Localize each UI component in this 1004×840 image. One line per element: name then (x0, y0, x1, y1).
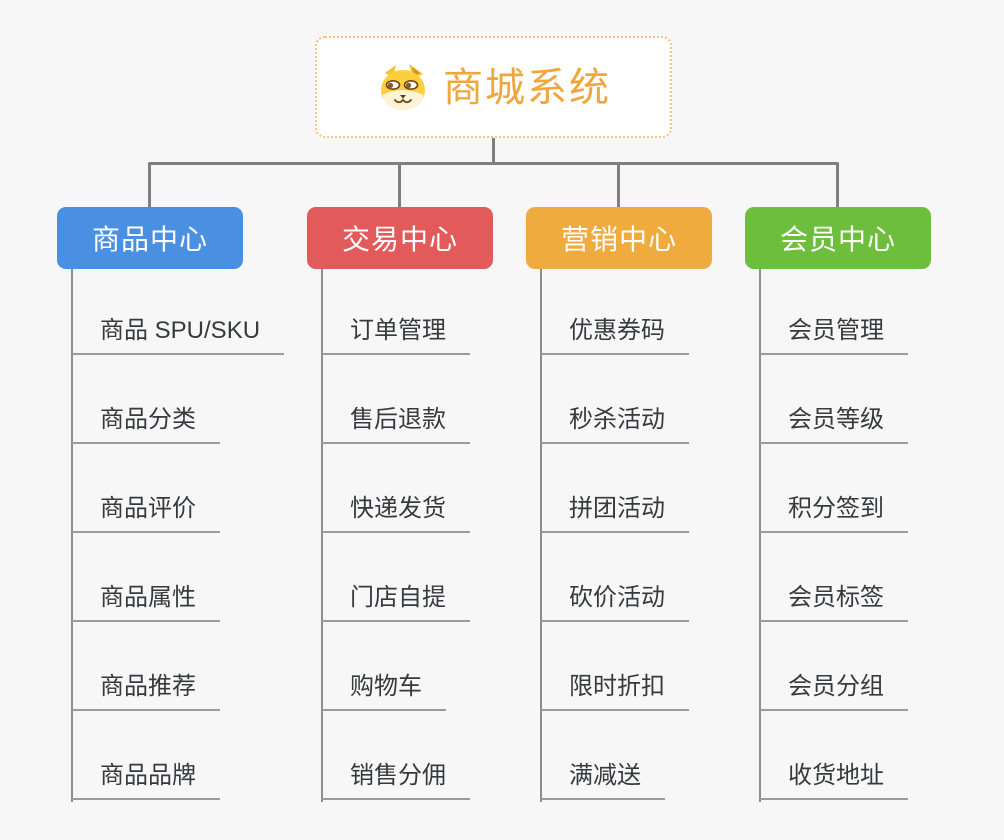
leaf-node[interactable]: 秒杀活动 (541, 403, 689, 444)
branch-trunk-line (71, 269, 73, 802)
branch-trade-center: 交易中心 订单管理 售后退款 快递发货 门店自提 购物车 销售分佣 (307, 207, 569, 840)
connector-branch-drop-line (148, 163, 151, 208)
leaf-node[interactable]: 收货地址 (760, 759, 908, 800)
connector-horizontal-line (148, 162, 839, 165)
branch-node[interactable]: 会员中心 (745, 207, 931, 269)
branch-node[interactable]: 交易中心 (307, 207, 493, 269)
leaf-node[interactable]: 满减送 (541, 759, 665, 800)
leaf-node[interactable]: 会员等级 (760, 403, 908, 444)
leaf-node[interactable]: 商品评价 (72, 492, 220, 533)
branch-node[interactable]: 商品中心 (57, 207, 243, 269)
leaf-node[interactable]: 砍价活动 (541, 581, 689, 622)
leaf-node[interactable]: 商品属性 (72, 581, 220, 622)
branch-label: 营销中心 (560, 224, 677, 255)
branch-trunk-line (540, 269, 542, 802)
leaf-node[interactable]: 会员标签 (760, 581, 908, 622)
leaf-node[interactable]: 商品 SPU/SKU (72, 314, 285, 355)
leaf-node[interactable]: 售后退款 (322, 403, 470, 444)
connector-branch-drop-line (617, 163, 620, 208)
leaf-node[interactable]: 会员分组 (760, 670, 908, 711)
branch-label: 交易中心 (341, 224, 458, 255)
connector-root-drop-line (492, 138, 495, 164)
branch-marketing-center: 营销中心 优惠券码 秒杀活动 拼团活动 砍价活动 限时折扣 满减送 (526, 207, 788, 840)
leaf-node[interactable]: 订单管理 (322, 314, 470, 355)
leaf-node[interactable]: 商品推荐 (72, 670, 220, 711)
leaf-node[interactable]: 商品品牌 (72, 759, 220, 800)
leaf-node[interactable]: 会员管理 (760, 314, 908, 355)
dog-face-icon (376, 61, 430, 113)
root-title: 商城系统 (443, 66, 611, 110)
connector-branch-drop-line (836, 163, 839, 208)
leaf-node[interactable]: 快递发货 (322, 492, 470, 533)
leaf-node[interactable]: 购物车 (322, 670, 446, 711)
leaf-node[interactable]: 商品分类 (72, 403, 220, 444)
leaf-node[interactable]: 销售分佣 (322, 759, 470, 800)
branch-label: 商品中心 (91, 224, 208, 255)
leaf-node[interactable]: 优惠券码 (541, 314, 689, 355)
branch-node[interactable]: 营销中心 (526, 207, 712, 269)
branch-product-center: 商品中心 商品 SPU/SKU 商品分类 商品评价 商品属性 商品推荐 商品品牌 (57, 207, 319, 840)
branch-member-center: 会员中心 会员管理 会员等级 积分签到 会员标签 会员分组 收货地址 (745, 207, 1004, 840)
leaf-node[interactable]: 拼团活动 (541, 492, 689, 533)
leaf-node[interactable]: 门店自提 (322, 581, 470, 622)
branch-label: 会员中心 (779, 224, 896, 255)
leaf-node[interactable]: 限时折扣 (541, 670, 689, 711)
connector-branch-drop-line (398, 163, 401, 208)
branch-trunk-line (321, 269, 323, 802)
root-node-mall-system[interactable]: 商城系统 (315, 36, 672, 138)
branch-trunk-line (759, 269, 761, 802)
leaf-node[interactable]: 积分签到 (760, 492, 908, 533)
